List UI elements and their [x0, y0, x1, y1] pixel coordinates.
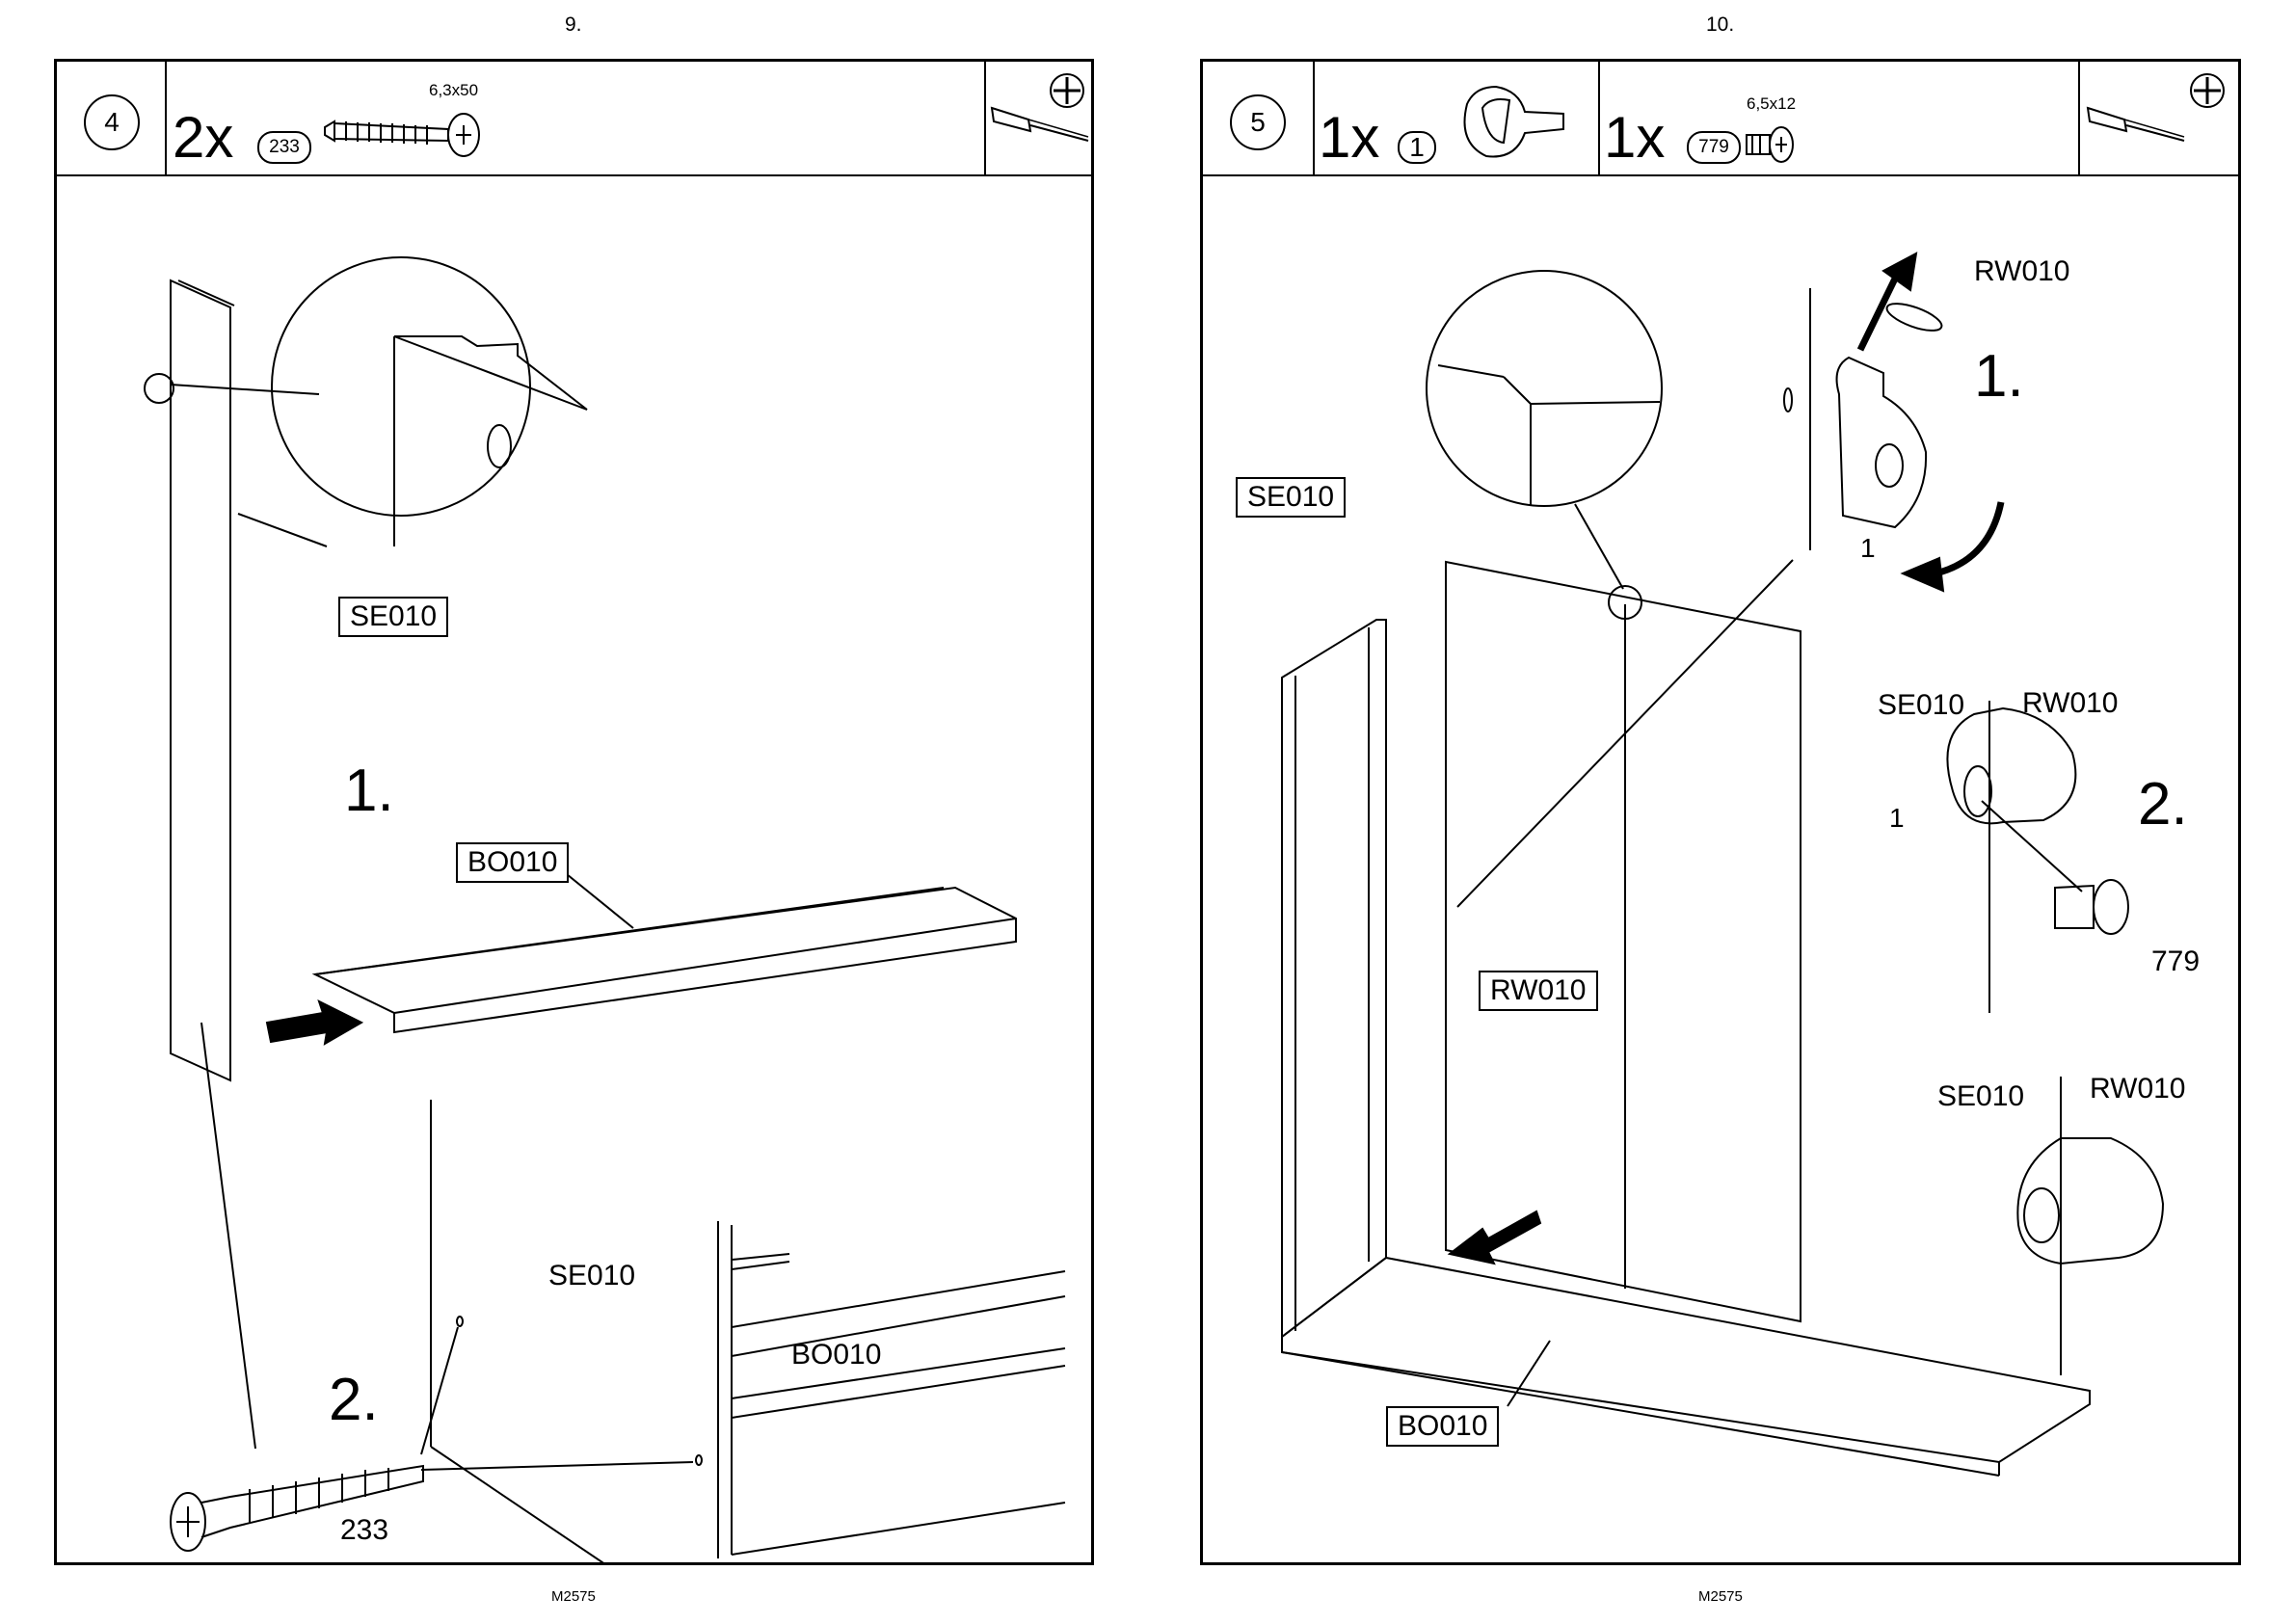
- tools-cell: [984, 62, 1094, 174]
- label-se010-bot: SE010: [1937, 1080, 2024, 1113]
- screw-dimension-2: 6,5x12: [1747, 94, 1796, 114]
- footer-right: M2575: [1698, 1588, 1743, 1605]
- part-779-cell: 1x 779 6,5x12: [1598, 62, 2080, 174]
- quantity-label-1: 1x: [1319, 104, 1379, 171]
- label-se010: SE010: [548, 1260, 635, 1292]
- cam-connector-icon: [1448, 75, 1573, 162]
- label-rw010-boxed: RW010: [1479, 971, 1598, 1011]
- part-1-cell: 1x 1: [1313, 62, 1600, 174]
- footer-left: M2575: [551, 1588, 596, 1605]
- step-number: 5: [1230, 94, 1286, 150]
- step-number: 4: [84, 94, 140, 150]
- step-2-label: 2.: [329, 1366, 379, 1434]
- label-rw010-top: RW010: [1974, 255, 2070, 288]
- part-1-label-mid: 1: [1889, 803, 1905, 834]
- quantity-label-2: 1x: [1604, 104, 1665, 171]
- step-number-cell: 4: [57, 62, 167, 174]
- part-1-label-top: 1: [1860, 533, 1876, 564]
- step-5-header: 5 1x 1 1x 779 6,5x12: [1203, 62, 2238, 176]
- page-number-right: 10.: [1706, 13, 1734, 37]
- screw-233-label: 233: [340, 1514, 388, 1547]
- step-4-drawing: SE010 1. BO010 SE010 BO010 2. 233: [57, 174, 1091, 1562]
- page-number-left: 9.: [565, 13, 582, 37]
- tools-cell: [2078, 62, 2238, 174]
- label-se010-boxed: SE010: [1236, 477, 1346, 518]
- part-ref-badge-2: 779: [1687, 131, 1741, 164]
- step-4-frame: 4 2x 233 6,3x50: [54, 59, 1094, 1565]
- quantity-label: 2x: [173, 104, 233, 171]
- step-5-frame: 5 1x 1 1x 779 6,5x12: [1200, 59, 2241, 1565]
- label-bo010-boxed: BO010: [456, 842, 569, 883]
- cam-screw-icon: [323, 108, 496, 166]
- phillips-head-icon: [2186, 69, 2228, 112]
- step-2-label: 2.: [2138, 770, 2188, 839]
- part-ref-badge: 233: [257, 131, 311, 164]
- step-4-header: 4 2x 233 6,3x50: [57, 62, 1091, 176]
- part-ref-badge-1: 1: [1398, 131, 1436, 164]
- label-se010-mid: SE010: [1878, 689, 1964, 722]
- screw-779-label: 779: [2151, 945, 2200, 978]
- step-1-label: 1.: [1974, 342, 2024, 411]
- step-1-label: 1.: [344, 757, 394, 825]
- step-5-drawing: RW010 1. SE010 1 SE010 RW010 2. 1 RW010 …: [1203, 174, 2238, 1562]
- step-number-cell: 5: [1203, 62, 1315, 174]
- label-rw010-bot: RW010: [2090, 1073, 2186, 1105]
- label-bo010: BO010: [791, 1339, 881, 1371]
- screwdriver-icon: [2084, 98, 2190, 156]
- short-screw-icon: [1743, 121, 1801, 168]
- label-rw010-mid: RW010: [2022, 687, 2119, 720]
- parts-cell: 2x 233 6,3x50: [165, 62, 986, 174]
- assembly-illustration: [1203, 174, 2238, 1562]
- assembly-illustration: [57, 174, 1091, 1562]
- label-se010-boxed: SE010: [338, 597, 448, 637]
- label-bo010-boxed: BO010: [1386, 1406, 1499, 1447]
- phillips-head-icon: [1046, 69, 1088, 112]
- screw-dimension: 6,3x50: [429, 81, 478, 100]
